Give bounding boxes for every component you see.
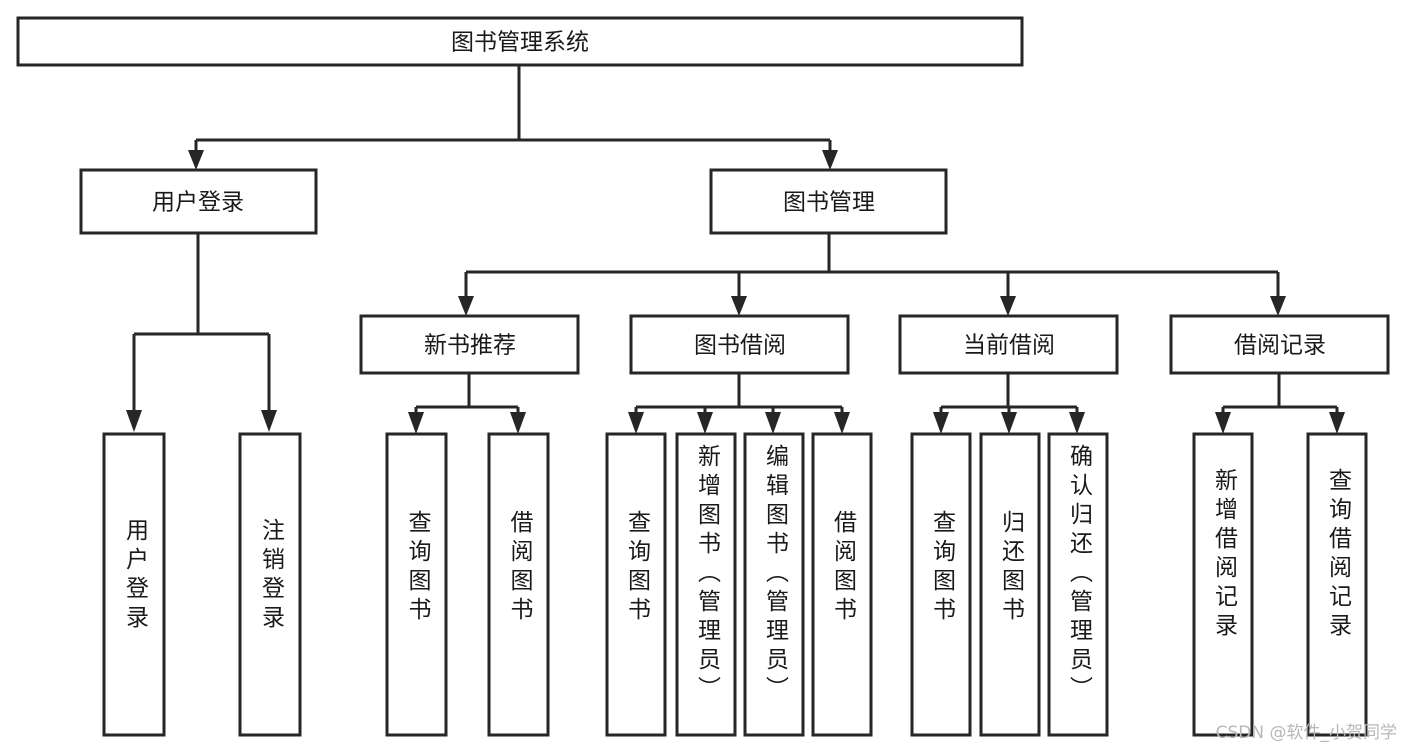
- arrow-new-book-leaf2: [510, 412, 526, 434]
- connector-group-new-book: [408, 373, 526, 434]
- arrow-book-borrow-leaf2: [697, 412, 713, 434]
- leaf-box-user-login[interactable]: [102, 432, 166, 737]
- connector-group-book-management: [458, 233, 1286, 316]
- arrow-current-borrow-leaf1: [933, 412, 949, 434]
- node-book-borrow[interactable]: 图书借阅: [629, 314, 850, 375]
- node-current-borrow-label: 当前借阅: [963, 333, 1055, 359]
- node-book-borrow-label: 图书借阅: [694, 333, 786, 359]
- arrow-to-current-borrow: [1000, 296, 1016, 316]
- connector-group-user-login: [126, 233, 277, 432]
- node-new-book-recommend[interactable]: 新书推荐: [359, 314, 580, 375]
- leaf-box-query-record[interactable]: [1306, 432, 1368, 737]
- leaf-box-add-record[interactable]: [1192, 432, 1254, 737]
- node-current-borrow[interactable]: 当前借阅: [898, 314, 1119, 375]
- node-book-management-label: 图书管理: [783, 190, 875, 216]
- node-user-login[interactable]: 用户登录: [79, 168, 318, 235]
- arrow-root-to-book-mgmt: [822, 150, 838, 170]
- arrow-root-to-user-login: [188, 150, 204, 170]
- node-book-management[interactable]: 图书管理: [709, 168, 948, 235]
- node-borrow-record-label: 借阅记录: [1234, 333, 1326, 359]
- node-user-login-label: 用户登录: [152, 190, 244, 216]
- node-root[interactable]: 图书管理系统: [16, 16, 1024, 67]
- arrow-to-book-borrow: [731, 296, 747, 316]
- leaf-box-query-book-1[interactable]: [385, 432, 448, 737]
- connector-group-current-borrow: [933, 373, 1085, 434]
- connector-group-book-borrow: [628, 373, 850, 434]
- arrow-user-login-leaf1: [126, 410, 142, 432]
- arrow-user-login-leaf2: [261, 410, 277, 432]
- leaf-box-confirm-return[interactable]: [1047, 432, 1109, 737]
- arrow-current-borrow-leaf3: [1069, 412, 1085, 434]
- leaf-box-add-book[interactable]: [675, 432, 737, 737]
- leaf-box-edit-book[interactable]: [743, 432, 805, 737]
- arrow-borrow-record-leaf2: [1329, 412, 1345, 434]
- connector-group-borrow-record: [1215, 373, 1345, 434]
- node-current-borrow-box[interactable]: [898, 314, 1119, 375]
- node-root-label: 图书管理系统: [451, 30, 589, 56]
- connector-group-root: [188, 65, 838, 170]
- node-borrow-record-box[interactable]: [1169, 314, 1390, 375]
- leaf-box-logout[interactable]: [238, 432, 302, 737]
- arrow-to-borrow-record: [1270, 296, 1286, 316]
- node-borrow-record[interactable]: 借阅记录: [1169, 314, 1390, 375]
- arrow-book-borrow-leaf4: [834, 412, 850, 434]
- node-new-book-recommend-box[interactable]: [359, 314, 580, 375]
- node-book-management-box[interactable]: [709, 168, 948, 235]
- leaf-box-query-book-3[interactable]: [910, 432, 972, 737]
- node-new-book-recommend-label: 新书推荐: [424, 333, 516, 359]
- arrow-book-borrow-leaf3: [765, 412, 781, 434]
- node-user-login-box[interactable]: [79, 168, 318, 235]
- leaf-box-borrow-book-2[interactable]: [811, 432, 873, 737]
- node-root-box[interactable]: [16, 16, 1024, 67]
- arrow-current-borrow-leaf2: [1001, 412, 1017, 434]
- leaf-box-return-book[interactable]: [979, 432, 1041, 737]
- arrow-book-borrow-leaf1: [628, 412, 644, 434]
- arrow-borrow-record-leaf1: [1215, 412, 1231, 434]
- arrow-to-new-book: [458, 296, 474, 316]
- arrow-new-book-leaf1: [408, 412, 424, 434]
- node-book-borrow-box[interactable]: [629, 314, 850, 375]
- leaf-box-query-book-2[interactable]: [605, 432, 667, 737]
- leaf-box-borrow-book-1[interactable]: [487, 432, 550, 737]
